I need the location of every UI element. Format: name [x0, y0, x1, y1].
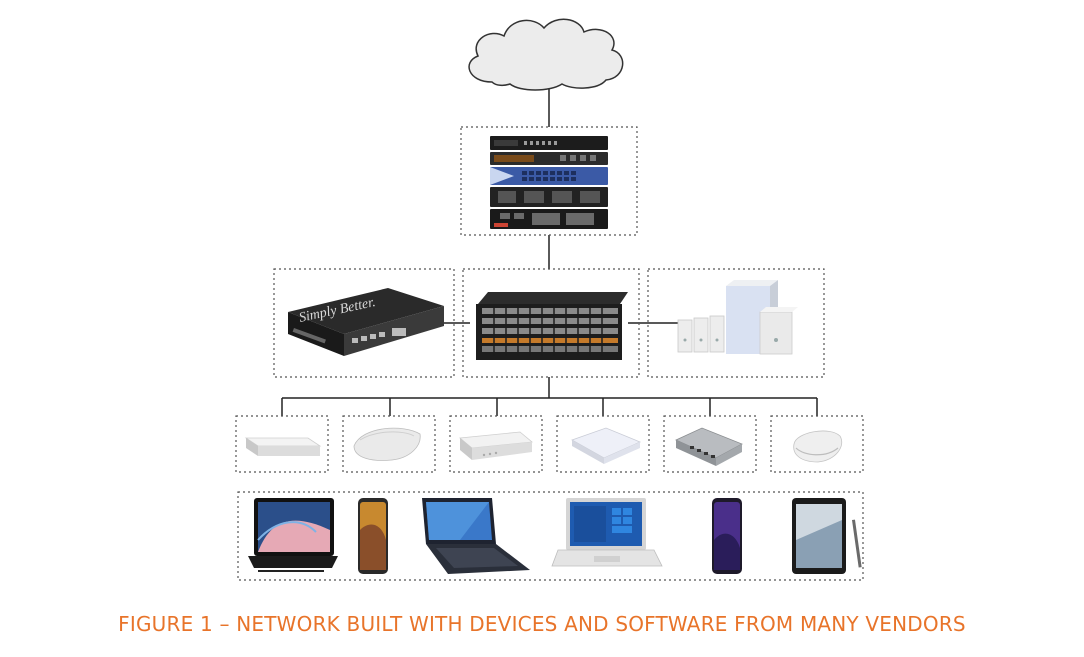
access-point-icon	[459, 431, 533, 460]
laptop-icon	[422, 498, 530, 574]
access-point-icon	[244, 437, 322, 456]
client-devices-box	[237, 491, 864, 581]
connector-lines	[281, 86, 818, 416]
network-diagram: Simply Better.	[235, 18, 864, 581]
appliance-box	[273, 268, 455, 378]
laptop-icon	[551, 498, 663, 567]
access-point-icon	[353, 427, 421, 461]
figure-caption: FIGURE 1 – NETWORK BUILT WITH DEVICES AN…	[118, 612, 966, 636]
tablet-keyboard-icon	[248, 498, 338, 572]
network-appliance-icon: Simply Better.	[288, 288, 444, 356]
smartphone-icon	[358, 498, 388, 574]
security-stack-box	[460, 126, 638, 236]
access-point-icon	[793, 430, 843, 463]
core-switch-icon	[476, 292, 628, 360]
outdoor-access-point-icon	[675, 427, 743, 466]
cloud-icon	[468, 18, 624, 91]
server-box	[647, 268, 825, 378]
tablet-icon	[792, 498, 862, 574]
server-appliances-icon	[677, 280, 798, 355]
group-boxes	[235, 126, 864, 581]
switch-box	[462, 268, 640, 378]
access-point-icon	[571, 427, 642, 464]
rack-appliance-stack-icon	[490, 136, 608, 229]
smartphone-icon	[712, 498, 742, 574]
